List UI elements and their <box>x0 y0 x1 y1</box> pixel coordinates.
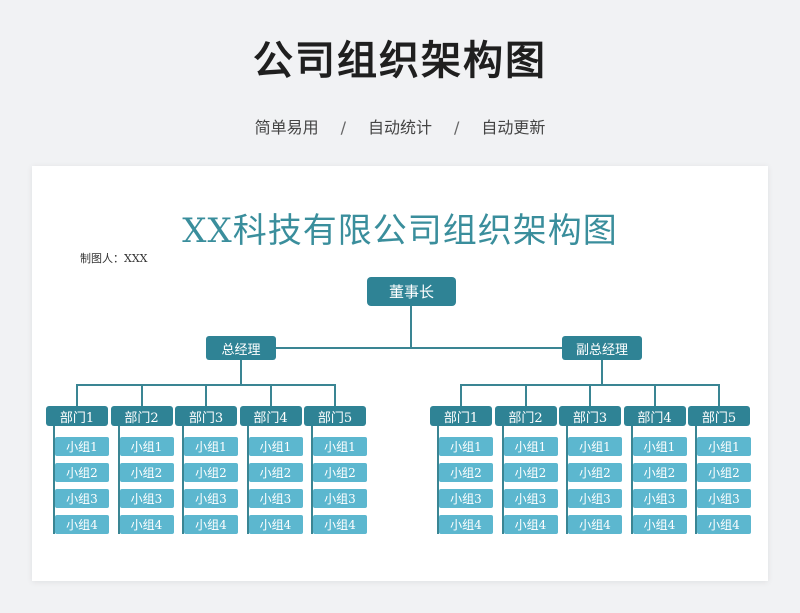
department-node: 部门1 <box>430 406 492 426</box>
connector-line <box>182 426 184 534</box>
group-node: 小组4 <box>55 515 109 534</box>
group-node: 小组1 <box>313 437 367 456</box>
tagline-separator: / <box>454 118 460 137</box>
connector-line <box>246 426 249 534</box>
group-node: 小组3 <box>248 489 303 508</box>
tagline-auto-update: 自动更新 <box>481 118 546 137</box>
connector-line <box>410 306 412 348</box>
group-node: 小组1 <box>119 437 174 456</box>
tagline-auto-stats: 自动统计 <box>367 118 432 137</box>
connector-line <box>53 426 55 534</box>
connector-line <box>205 384 207 406</box>
department-node: 部门4 <box>623 406 686 426</box>
department-node: 部门3 <box>559 406 621 426</box>
connector-line <box>311 426 313 534</box>
group-node: 小组4 <box>313 515 367 534</box>
connector-line <box>76 384 78 406</box>
group-node: 小组3 <box>568 489 622 508</box>
connector-line <box>240 360 242 385</box>
group-node: 小组3 <box>503 489 558 508</box>
group-node: 小组2 <box>119 463 174 482</box>
department-node: 部门5 <box>688 406 750 426</box>
department-node: 部门2 <box>494 406 557 426</box>
connector-line <box>437 426 439 534</box>
connector-line <box>630 426 633 534</box>
page-title: 公司组织架构图 <box>253 38 547 84</box>
group-node: 小组3 <box>697 489 751 508</box>
department-node: 部门5 <box>304 406 366 426</box>
department-node: 部门1 <box>46 406 108 426</box>
group-node: 小组2 <box>184 463 238 482</box>
chart-maker: 制图人：XXX <box>80 252 148 265</box>
group-node: 小组1 <box>439 437 493 456</box>
group-node: 小组4 <box>632 515 687 534</box>
group-node: 小组2 <box>503 463 558 482</box>
group-node: 小组2 <box>697 463 751 482</box>
department-node: 部门2 <box>110 406 173 426</box>
root-node-chairman: 董事长 <box>367 277 456 306</box>
group-node: 小组1 <box>697 437 751 456</box>
group-node: 小组1 <box>632 437 687 456</box>
department-node: 部门4 <box>239 406 302 426</box>
connector-line <box>695 426 697 534</box>
group-node: 小组4 <box>503 515 558 534</box>
branch-node-deputy-general-manager: 副总经理 <box>562 336 642 360</box>
connector-line <box>460 384 462 406</box>
tagline-easy: 简单易用 <box>254 118 319 137</box>
tagline-separator: / <box>340 118 346 137</box>
connector-line <box>269 384 272 406</box>
group-node: 小组3 <box>119 489 174 508</box>
group-node: 小组1 <box>568 437 622 456</box>
group-node: 小组4 <box>119 515 174 534</box>
group-node: 小组2 <box>568 463 622 482</box>
connector-line <box>589 384 591 406</box>
group-node: 小组3 <box>313 489 367 508</box>
connector-line <box>653 384 656 406</box>
group-node: 小组2 <box>248 463 303 482</box>
group-node: 小组4 <box>248 515 303 534</box>
group-node: 小组4 <box>439 515 493 534</box>
group-node: 小组3 <box>184 489 238 508</box>
branch-node-general-manager: 总经理 <box>206 336 276 360</box>
group-node: 小组3 <box>55 489 109 508</box>
group-node: 小组4 <box>184 515 238 534</box>
connector-line <box>334 384 336 406</box>
connector-line <box>501 426 504 534</box>
group-node: 小组2 <box>632 463 687 482</box>
group-node: 小组2 <box>439 463 493 482</box>
org-chart-card: XX科技有限公司组织架构图 制图人：XXX 董事长总经理部门1 小组1 小组2 小组3… <box>32 166 768 581</box>
group-node: 小组2 <box>55 463 109 482</box>
chart-title: XX科技有限公司组织架构图 <box>182 211 618 251</box>
group-node: 小组1 <box>55 437 109 456</box>
group-node: 小组2 <box>313 463 367 482</box>
connector-line <box>718 384 720 406</box>
group-node: 小组3 <box>632 489 687 508</box>
group-node: 小组1 <box>248 437 303 456</box>
group-node: 小组4 <box>568 515 622 534</box>
department-node: 部门3 <box>175 406 237 426</box>
connector-line <box>566 426 568 534</box>
connector-line <box>117 426 120 534</box>
connector-line <box>601 360 603 385</box>
group-node: 小组4 <box>697 515 751 534</box>
connector-line <box>140 384 143 406</box>
tagline: 简单易用 / 自动统计 / 自动更新 <box>0 114 800 138</box>
group-node: 小组3 <box>439 489 493 508</box>
connector-line <box>524 384 527 406</box>
group-node: 小组1 <box>503 437 558 456</box>
group-node: 小组1 <box>184 437 238 456</box>
connector-line <box>241 347 602 349</box>
